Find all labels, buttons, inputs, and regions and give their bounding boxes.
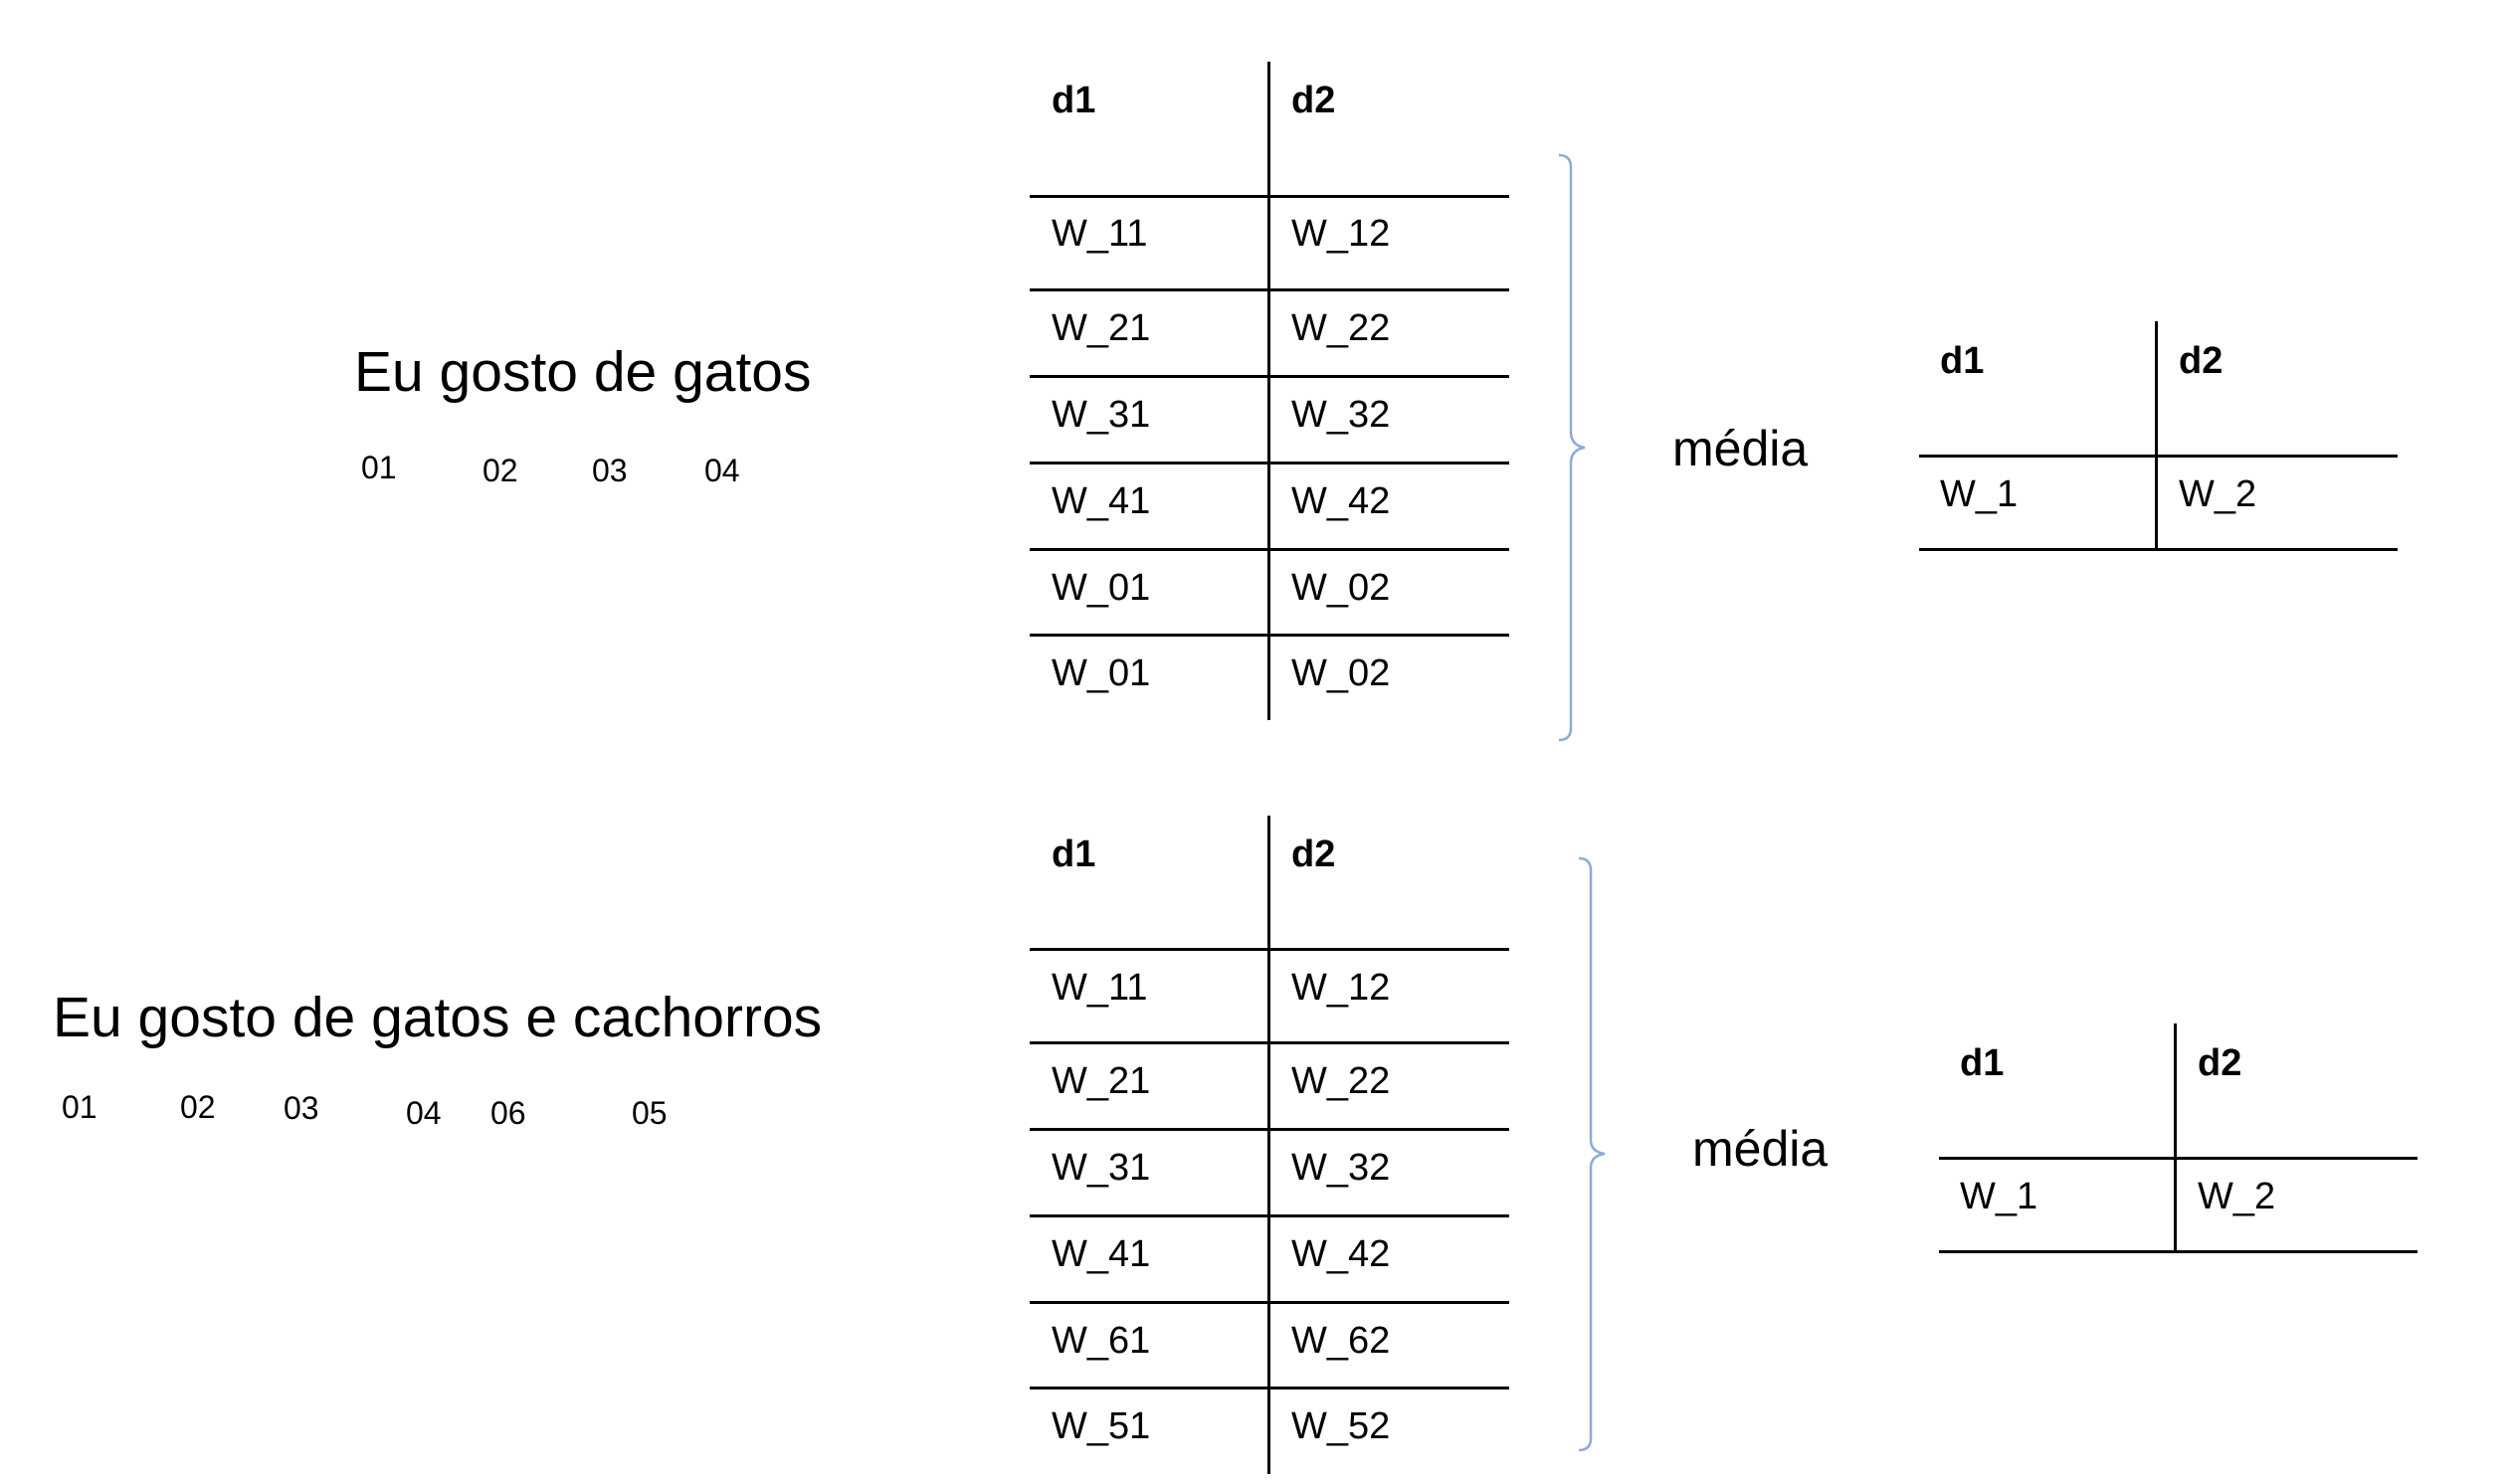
table-header-cell: d2 bbox=[1291, 80, 1336, 121]
token-label: 01 bbox=[62, 1089, 97, 1125]
table-rule bbox=[1030, 462, 1509, 464]
table-divider bbox=[2174, 1023, 2177, 1252]
table-cell: W_2 bbox=[2179, 473, 2257, 515]
table-cell: W_2 bbox=[2198, 1176, 2276, 1217]
token-label: 03 bbox=[592, 453, 628, 488]
table-rule bbox=[1939, 1157, 2417, 1160]
table-divider bbox=[2155, 321, 2158, 550]
table-header-cell: d1 bbox=[1940, 340, 1985, 382]
table-rule bbox=[1919, 455, 2398, 458]
table-cell: W_31 bbox=[1052, 394, 1151, 436]
token-label: 02 bbox=[483, 453, 518, 488]
table-cell: W_41 bbox=[1052, 1233, 1151, 1275]
table-cell: W_12 bbox=[1291, 967, 1391, 1009]
table-cell: W_1 bbox=[1940, 473, 2019, 515]
token-label: 04 bbox=[406, 1095, 442, 1131]
operation-label: média bbox=[1672, 421, 1809, 476]
right-brace-icon bbox=[1578, 856, 1606, 1452]
token-label: 01 bbox=[361, 450, 397, 485]
table-cell: W_21 bbox=[1052, 1060, 1151, 1102]
table-header-cell: d2 bbox=[1291, 834, 1336, 875]
table-rule bbox=[1030, 948, 1509, 951]
table-cell: W_01 bbox=[1052, 567, 1151, 609]
table-cell: W_01 bbox=[1052, 652, 1151, 694]
table-rule bbox=[1030, 548, 1509, 551]
table-cell: W_51 bbox=[1052, 1405, 1151, 1447]
table-rule bbox=[1030, 1301, 1509, 1304]
table-cell: W_42 bbox=[1291, 1233, 1391, 1275]
table-cell: W_22 bbox=[1291, 307, 1391, 349]
token-label: 03 bbox=[284, 1090, 319, 1126]
table-divider bbox=[1267, 816, 1270, 1474]
table-rule bbox=[1030, 375, 1509, 378]
table-cell: W_31 bbox=[1052, 1147, 1151, 1189]
table-rule bbox=[1030, 288, 1509, 291]
table-header-cell: d2 bbox=[2198, 1042, 2242, 1084]
table-cell: W_11 bbox=[1052, 213, 1148, 255]
table-cell: W_42 bbox=[1291, 480, 1391, 522]
table-cell: W_02 bbox=[1291, 567, 1391, 609]
table-cell: W_22 bbox=[1291, 1060, 1391, 1102]
table-rule bbox=[1030, 195, 1509, 198]
table-header-cell: d1 bbox=[1052, 834, 1096, 875]
table-cell: W_62 bbox=[1291, 1320, 1391, 1362]
table-rule bbox=[1030, 1041, 1509, 1044]
table-rule bbox=[1939, 1250, 2417, 1253]
table-rule bbox=[1030, 1214, 1509, 1217]
token-label: 06 bbox=[490, 1095, 526, 1131]
table-cell: W_32 bbox=[1291, 394, 1391, 436]
table-rule bbox=[1030, 1387, 1509, 1390]
table-rule bbox=[1030, 1128, 1509, 1131]
operation-label: média bbox=[1692, 1121, 1829, 1177]
table-cell: W_61 bbox=[1052, 1320, 1151, 1362]
table-cell: W_12 bbox=[1291, 213, 1391, 255]
table-header-cell: d1 bbox=[1052, 80, 1096, 121]
table-rule bbox=[1030, 634, 1509, 637]
token-label: 02 bbox=[180, 1089, 216, 1125]
table-cell: W_21 bbox=[1052, 307, 1151, 349]
token-label: 04 bbox=[704, 453, 740, 488]
table-header-cell: d2 bbox=[2179, 340, 2223, 382]
sentence-1: Eu gosto de gatos bbox=[354, 340, 812, 404]
table-cell: W_41 bbox=[1052, 480, 1151, 522]
table-rule bbox=[1919, 548, 2398, 551]
table-header-cell: d1 bbox=[1960, 1042, 2005, 1084]
token-label: 05 bbox=[632, 1095, 668, 1131]
sentence-2: Eu gosto de gatos e cachorros bbox=[53, 986, 823, 1049]
right-brace-icon bbox=[1558, 153, 1586, 742]
table-cell: W_32 bbox=[1291, 1147, 1391, 1189]
table-cell: W_1 bbox=[1960, 1176, 2038, 1217]
table-cell: W_11 bbox=[1052, 967, 1148, 1009]
table-divider bbox=[1267, 62, 1270, 720]
table-cell: W_52 bbox=[1291, 1405, 1391, 1447]
table-cell: W_02 bbox=[1291, 652, 1391, 694]
